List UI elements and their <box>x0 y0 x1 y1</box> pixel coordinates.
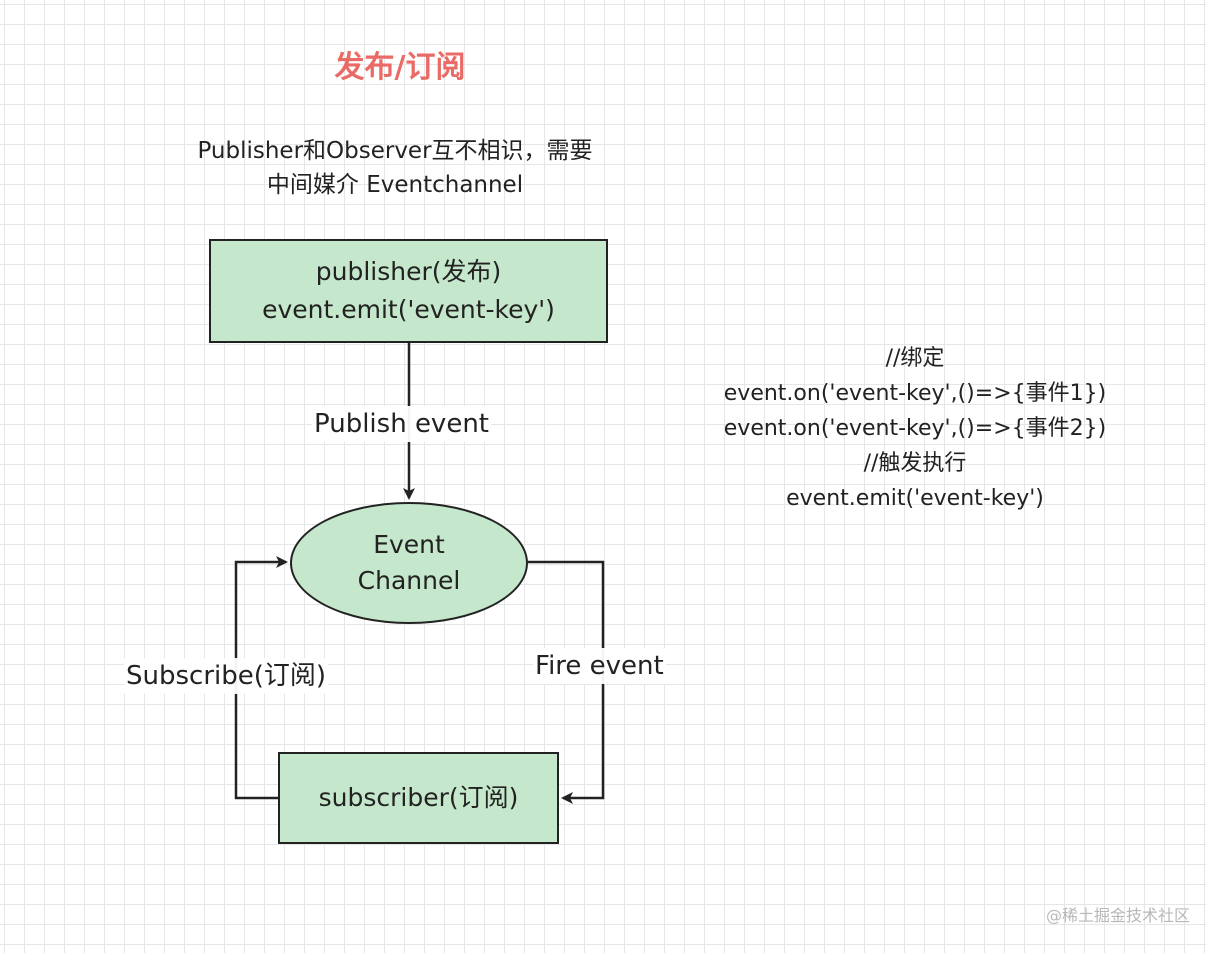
code-comment-trigger: //触发执行 <box>863 451 967 476</box>
description-line-2: 中间媒介 Eventchannel <box>266 172 524 198</box>
description-line-1: Publisher和Observer互不相识，需要 <box>197 138 593 164</box>
subscriber-node: subscriber(订阅) <box>278 752 559 844</box>
diagram-title: 发布/订阅 <box>334 50 466 85</box>
fire-edge-label: Fire event <box>533 648 666 684</box>
code-line-emit: event.emit('event-key') <box>786 486 1044 511</box>
watermark: @稀土掘金技术社区 <box>1045 906 1190 925</box>
code-line-on-1: event.on('event-key',()=>{事件1}) <box>723 381 1107 406</box>
subscriber-label: subscriber(订阅) <box>318 783 519 812</box>
publisher-node: publisher(发布) event.emit('event-key') <box>209 239 608 343</box>
publisher-label: publisher(发布) <box>315 257 502 286</box>
event-channel-node: Event Channel <box>290 502 528 624</box>
subscribe-edge-label: Subscribe(订阅) <box>124 658 329 694</box>
diagram-description: Publisher和Observer互不相识，需要 中间媒介 Eventchan… <box>150 134 640 202</box>
code-note: //绑定 event.on('event-key',()=>{事件1}) eve… <box>660 341 1170 516</box>
code-comment-bind: //绑定 <box>885 346 945 371</box>
publish-edge-label: Publish event <box>312 406 491 442</box>
publisher-code: event.emit('event-key') <box>262 295 555 324</box>
event-channel-label-2: Channel <box>357 566 461 595</box>
code-line-on-2: event.on('event-key',()=>{事件2}) <box>723 416 1107 441</box>
event-channel-label-1: Event <box>373 530 445 559</box>
